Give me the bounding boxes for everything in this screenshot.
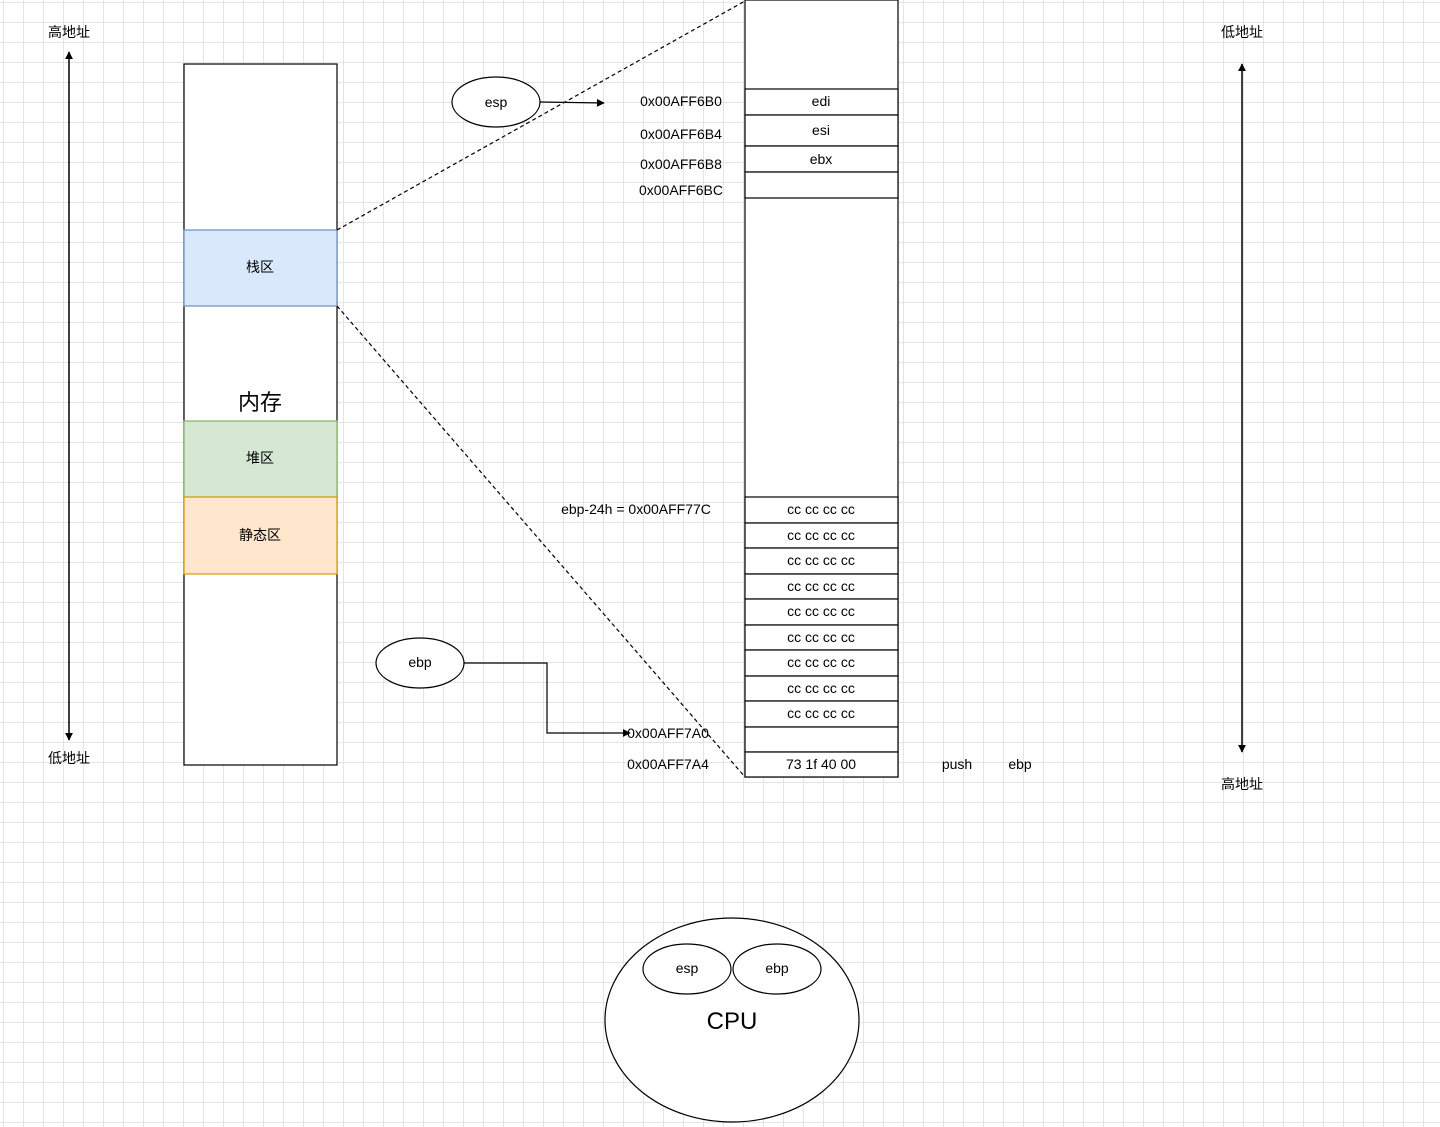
left-low-address-label: 低地址 bbox=[48, 750, 90, 766]
heap-region-label: 堆区 bbox=[246, 450, 274, 466]
esp-pointer-arrow bbox=[539, 98, 605, 107]
cc-cell-box bbox=[744, 573, 899, 600]
stack-cell: 0x00AFF6BC bbox=[639, 171, 899, 199]
instruction-op: push bbox=[942, 756, 972, 772]
memory-title: 内存 bbox=[238, 390, 282, 415]
cc-cell: cc cc cc cc bbox=[744, 700, 899, 728]
ebp-offset-label: ebp-24h = 0x00AFF77C bbox=[561, 501, 711, 517]
stack-cell-value: edi bbox=[812, 93, 831, 109]
cc-cell: cc cc cc cc bbox=[744, 624, 899, 651]
cc-cell-value: cc cc cc cc bbox=[787, 527, 855, 543]
return-address-cell bbox=[744, 751, 899, 778]
stack-region bbox=[183, 229, 338, 307]
cc-cell-box bbox=[744, 700, 899, 728]
stack-cell-address: 0x00AFF6B0 bbox=[640, 93, 722, 109]
ebp-stack-cell bbox=[744, 726, 899, 753]
cpu-label: CPU bbox=[707, 1008, 758, 1035]
return-address-value: 73 1f 40 00 bbox=[786, 756, 856, 772]
cc-cell-value: cc cc cc cc bbox=[787, 552, 855, 568]
stack-cell-box bbox=[744, 88, 899, 116]
cc-cell-box bbox=[744, 675, 899, 702]
stack-cell: ebx 0x00AFF6B8 bbox=[640, 145, 899, 173]
memory-block bbox=[183, 63, 338, 766]
ebp-pointer-label: ebp bbox=[408, 654, 432, 670]
zoom-line-top bbox=[336, 0, 746, 231]
esp-pointer-label: esp bbox=[485, 94, 508, 110]
static-region-label: 静态区 bbox=[239, 527, 281, 543]
ebp-stack-cell-address: 0x00AFF7A0 bbox=[627, 725, 709, 741]
stack-cell: esi 0x00AFF6B4 bbox=[640, 114, 899, 147]
return-address-label: 0x00AFF7A4 bbox=[627, 756, 709, 772]
right-low-address-label: 低地址 bbox=[1221, 24, 1263, 40]
cpu-ebp-label: ebp bbox=[765, 960, 789, 976]
stack-cell-value: esi bbox=[812, 122, 830, 138]
cc-cell: cc cc cc cc bbox=[744, 649, 899, 677]
cc-cell: cc cc cc cc bbox=[744, 496, 899, 524]
stack-cell-box bbox=[744, 114, 899, 147]
cc-cell-box bbox=[744, 598, 899, 626]
cc-cell-box bbox=[744, 496, 899, 524]
cc-cell: cc cc cc cc bbox=[744, 522, 899, 549]
stack-cell-value: ebx bbox=[810, 151, 833, 167]
instruction-operand: ebp bbox=[1008, 756, 1032, 772]
cc-cell-box bbox=[744, 547, 899, 575]
left-high-address-label: 高地址 bbox=[48, 24, 90, 40]
cc-cell: cc cc cc cc bbox=[744, 675, 899, 702]
cpu-esp-register bbox=[642, 943, 732, 995]
heap-region bbox=[183, 420, 338, 498]
cc-cell: cc cc cc cc bbox=[744, 573, 899, 600]
cc-cell-box bbox=[744, 522, 899, 549]
zoom-line-bottom bbox=[336, 305, 746, 778]
stack-cell-address: 0x00AFF6B4 bbox=[640, 126, 722, 142]
cpu-esp-label: esp bbox=[676, 960, 699, 976]
stack-cell-box bbox=[744, 145, 899, 173]
ebp-pointer-arrow bbox=[464, 662, 631, 737]
cc-cell: cc cc cc cc bbox=[744, 598, 899, 626]
cc-cell-value: cc cc cc cc bbox=[787, 578, 855, 594]
cc-cell: cc cc cc cc bbox=[744, 547, 899, 575]
right-high-address-label: 高地址 bbox=[1221, 776, 1263, 792]
cpu-ebp-register bbox=[732, 943, 822, 995]
cc-cell-value: cc cc cc cc bbox=[787, 654, 855, 670]
stack-region-label: 栈区 bbox=[246, 259, 274, 275]
cc-cell-value: cc cc cc cc bbox=[787, 501, 855, 517]
cc-cell-value: cc cc cc cc bbox=[787, 705, 855, 721]
cc-cell-value: cc cc cc cc bbox=[787, 603, 855, 619]
stack-cell-box bbox=[744, 171, 899, 199]
static-region bbox=[183, 496, 338, 575]
cc-cell-box bbox=[744, 624, 899, 651]
stack-cell-address: 0x00AFF6BC bbox=[639, 182, 723, 198]
stack-cell-address: 0x00AFF6B8 bbox=[640, 156, 722, 172]
cc-cell-value: cc cc cc cc bbox=[787, 680, 855, 696]
cc-cell-box bbox=[744, 649, 899, 677]
stack-cell: edi 0x00AFF6B0 bbox=[640, 88, 899, 116]
cc-cell-value: cc cc cc cc bbox=[787, 629, 855, 645]
